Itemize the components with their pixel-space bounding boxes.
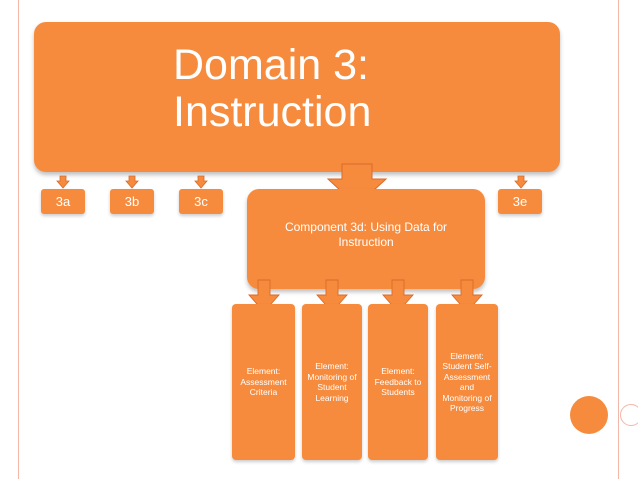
- arrow-element-2: [316, 279, 348, 313]
- domain-title-line1: Domain 3:: [173, 41, 369, 89]
- component-3d-label: Component 3d: Using Data for Instruction: [284, 220, 448, 249]
- component-3d-box: Component 3d: Using Data for Instruction: [247, 189, 485, 289]
- arrow-3e: [514, 175, 528, 189]
- element-monitoring-student-learning: Element: Monitoring of Student Learning: [302, 304, 362, 460]
- arrow-3c: [194, 175, 208, 189]
- element-label-1: Element: Assessment Criteria: [240, 366, 287, 398]
- decorative-circle-outline: [620, 404, 638, 426]
- element-label-3: Element: Feedback to Students: [374, 366, 422, 398]
- arrow-3b: [125, 175, 139, 189]
- component-3b: 3b: [110, 189, 154, 214]
- element-label-4: Element: Student Self-Assessment and Mon…: [442, 350, 492, 414]
- left-border-line: [18, 0, 19, 479]
- arrow-element-1: [248, 279, 280, 313]
- component-3e: 3e: [498, 189, 542, 214]
- arrow-3a: [56, 175, 70, 189]
- component-3c: 3c: [179, 189, 223, 214]
- element-student-self-assessment: Element: Student Self-Assessment and Mon…: [436, 304, 498, 460]
- element-feedback-to-students: Element: Feedback to Students: [368, 304, 428, 460]
- component-3a: 3a: [41, 189, 85, 214]
- arrow-element-3: [382, 279, 414, 313]
- domain-box: [34, 22, 560, 172]
- arrow-element-4: [451, 279, 483, 313]
- domain-title-line2: Instruction: [173, 88, 372, 136]
- right-border-line: [618, 0, 619, 479]
- domain-title: Domain 3: Instruction: [173, 42, 371, 136]
- decorative-circle: [570, 396, 608, 434]
- element-label-2: Element: Monitoring of Student Learning: [307, 361, 357, 403]
- element-assessment-criteria: Element: Assessment Criteria: [232, 304, 295, 460]
